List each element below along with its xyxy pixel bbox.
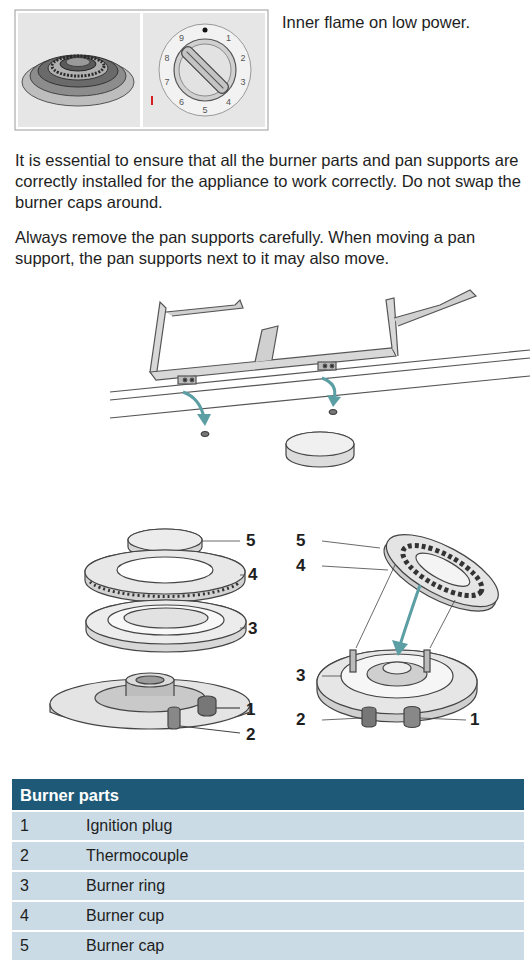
table-cell: Ignition plug bbox=[86, 816, 506, 836]
table-cell: Thermocouple bbox=[86, 846, 506, 866]
callout-number: 1 bbox=[470, 711, 479, 729]
picture-frame bbox=[15, 10, 268, 130]
exploded-burner bbox=[50, 529, 250, 733]
picture-panel bbox=[143, 13, 265, 127]
table-cell: Burner cap bbox=[86, 936, 506, 956]
fitting-arrow bbox=[392, 585, 420, 656]
parts-table bbox=[12, 779, 524, 960]
burner-drawing bbox=[22, 55, 134, 106]
leader-lines bbox=[202, 541, 246, 628]
placement-arrow bbox=[183, 378, 341, 426]
dial-number: 8 bbox=[164, 53, 169, 63]
callout-number: 2 bbox=[246, 726, 255, 744]
table-cell: 1 bbox=[20, 816, 60, 836]
pan-support-drawing bbox=[110, 290, 530, 418]
caption-text: Inner flame on low power. bbox=[282, 12, 527, 33]
table-header: Burner parts bbox=[20, 785, 320, 805]
dial-number: 7 bbox=[164, 77, 169, 87]
dial-number: 5 bbox=[202, 105, 207, 115]
callout-number: 3 bbox=[296, 667, 305, 685]
burner-assembly bbox=[317, 520, 508, 727]
table-cell: Burner ring bbox=[86, 876, 506, 896]
dial-number: 9 bbox=[179, 33, 184, 43]
burner-cap-drawing bbox=[286, 432, 354, 467]
dial-number: 2 bbox=[240, 53, 245, 63]
table-cell: 2 bbox=[20, 846, 60, 866]
table-cell: 3 bbox=[20, 876, 60, 896]
dial-number: 4 bbox=[226, 97, 231, 107]
body-text: Always remove the pan supports carefully… bbox=[15, 227, 527, 269]
callout-number: 4 bbox=[248, 566, 257, 584]
callout-number: 5 bbox=[246, 532, 255, 550]
table-cell: 5 bbox=[20, 936, 60, 956]
control-knob bbox=[159, 24, 251, 116]
picture-panel bbox=[18, 13, 140, 127]
red-marker bbox=[151, 96, 153, 105]
table-cell: 4 bbox=[20, 906, 60, 926]
callout-number: 1 bbox=[246, 701, 255, 719]
callout-number: 4 bbox=[296, 557, 305, 575]
dial-number: 6 bbox=[179, 97, 184, 107]
table-cell: Burner cup bbox=[86, 906, 506, 926]
dial-number: 3 bbox=[240, 77, 245, 87]
callout-number: 3 bbox=[248, 620, 257, 638]
callout-number: 5 bbox=[296, 532, 305, 550]
body-text: It is essential to ensure that all the b… bbox=[15, 150, 527, 213]
dial-number: 1 bbox=[226, 33, 231, 43]
callout-number: 2 bbox=[296, 711, 305, 729]
